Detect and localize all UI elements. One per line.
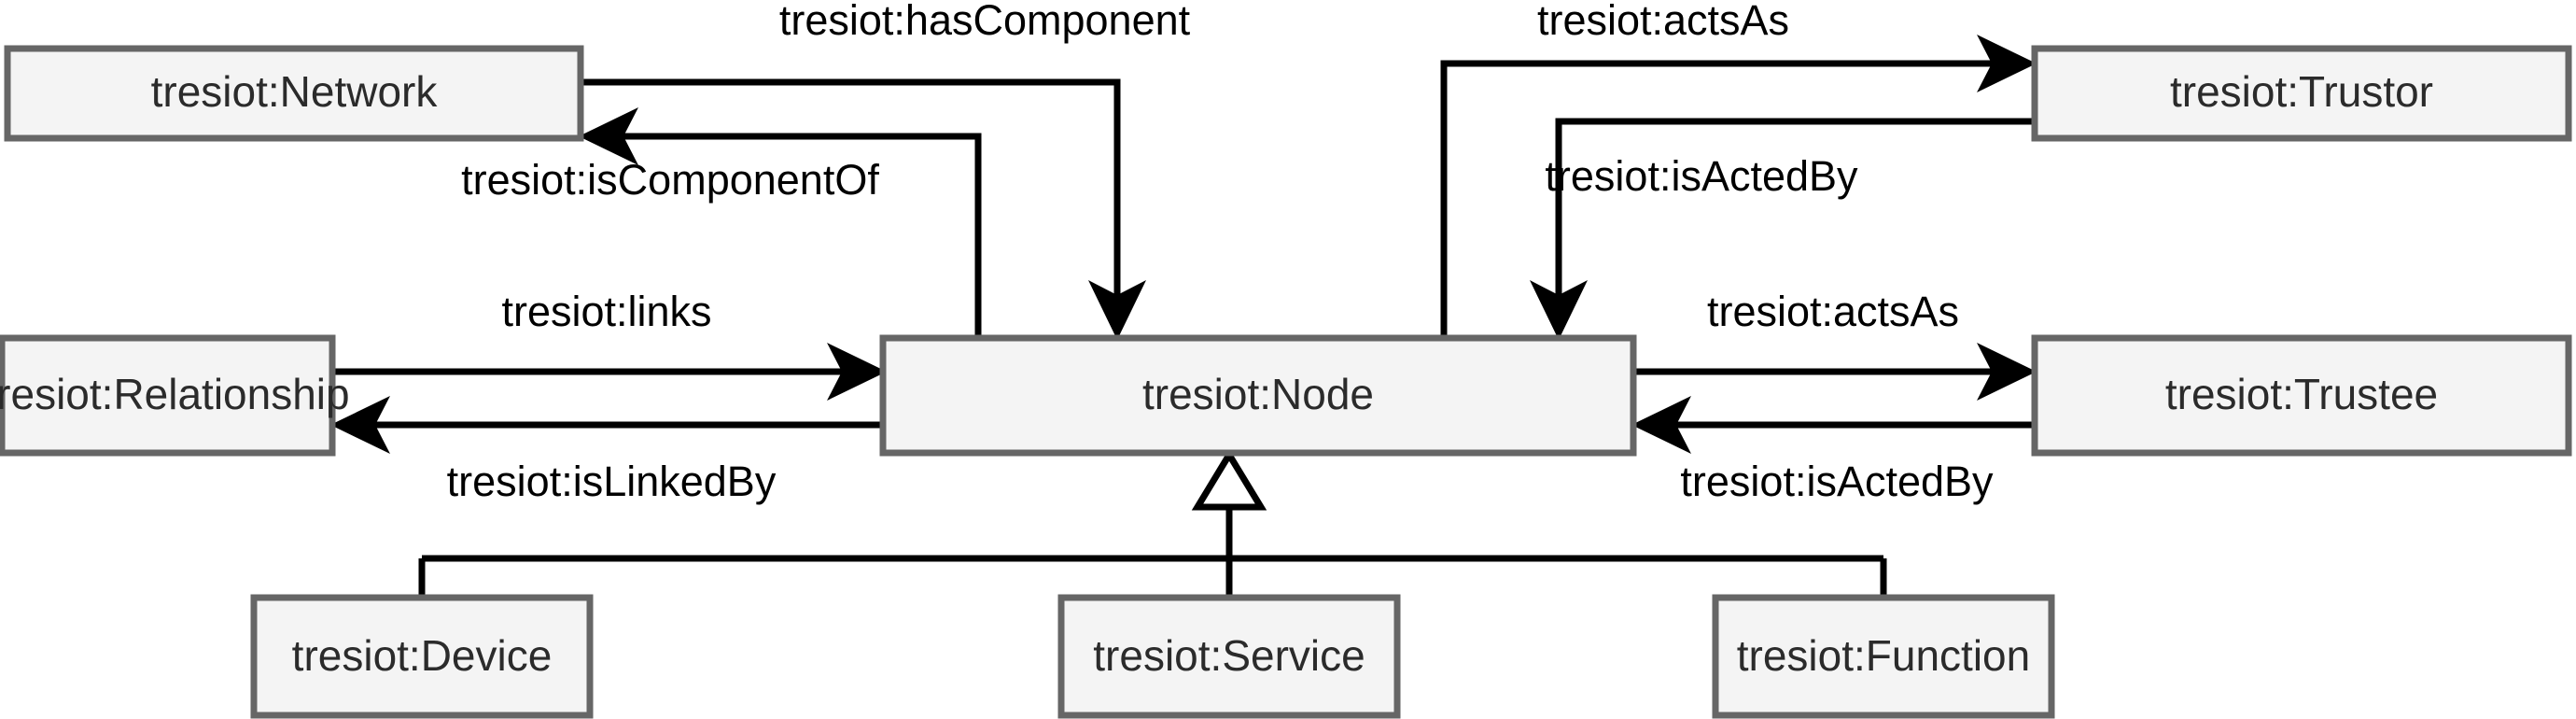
node-box-label: tresiot:Node (1142, 370, 1374, 418)
service-box-rect[interactable] (1057, 594, 1401, 719)
edge-label-is-linked-by: tresiot:isLinkedBy (447, 458, 777, 505)
edge-group-generalization (418, 448, 1887, 598)
edge-label-links: tresiot:links (501, 288, 711, 335)
has-component-arrowhead (1088, 280, 1146, 340)
edge-label-acts-as-trustor: tresiot:actsAs (1537, 0, 1789, 44)
edge-label-is-acted-by-trustor: tresiot:isActedBy (1545, 152, 1858, 200)
acts-as-trustor-arrowhead (1977, 35, 2037, 92)
edge-group-is-linked-by (330, 396, 883, 454)
edge-label-is-component-of: tresiot:isComponentOf (461, 156, 879, 204)
edge-group-acts-as-trustor (1440, 35, 2037, 338)
class-box-node[interactable]: tresiot:Node (879, 334, 1637, 457)
is-acted-by-trustor-line (1555, 118, 2035, 308)
relationship-box-label: tresiot:Relationship (0, 370, 350, 418)
edge-group-is-acted-by-trustee (1631, 396, 2035, 454)
device-box-rect[interactable] (250, 594, 594, 719)
is-linked-by-arrowhead (330, 396, 390, 454)
trustee-box-rect[interactable] (2031, 334, 2572, 457)
class-box-relationship[interactable]: tresiot:Relationship (0, 334, 350, 457)
class-box-trustee[interactable]: tresiot:Trustee (2031, 334, 2572, 457)
generalization-hollow-triangle (1191, 448, 1267, 511)
function-box-label: tresiot:Function (1737, 631, 2030, 680)
acts-as-trustor-line (1440, 60, 2005, 338)
edge-group-is-acted-by-trustor (1530, 118, 2035, 340)
is-component-of-arrowhead (579, 107, 638, 165)
edge-group-has-component (581, 78, 1146, 340)
network-box-label: tresiot:Network (151, 67, 439, 116)
class-box-service[interactable]: tresiot:Service (1057, 594, 1401, 719)
acts-as-trustee-arrowhead (1977, 343, 2037, 401)
has-component-line (581, 78, 1121, 308)
class-box-function[interactable]: tresiot:Function (1712, 594, 2055, 719)
links-arrowhead (827, 343, 887, 401)
class-box-network[interactable]: tresiot:Network (4, 45, 584, 142)
is-acted-by-trustee-arrowhead (1631, 396, 1691, 454)
network-box-rect[interactable] (4, 45, 584, 142)
class-box-trustor[interactable]: tresiot:Trustor (2031, 45, 2572, 142)
is-acted-by-trustor-arrowhead (1530, 280, 1588, 340)
service-box-label: tresiot:Service (1093, 631, 1365, 680)
function-box-rect[interactable] (1712, 594, 2055, 719)
edge-group-links (332, 343, 887, 401)
trustor-box-label: tresiot:Trustor (2170, 67, 2433, 116)
edge-label-has-component: tresiot:hasComponent (779, 0, 1191, 44)
trustee-box-label: tresiot:Trustee (2165, 370, 2438, 418)
trustor-box-rect[interactable] (2031, 45, 2572, 142)
is-component-of-line (610, 133, 982, 338)
relationship-box-rect[interactable] (0, 334, 336, 457)
edge-group-is-component-of (579, 107, 982, 338)
class-box-device[interactable]: tresiot:Device (250, 594, 594, 719)
node-box-rect[interactable] (879, 334, 1637, 457)
edge-label-acts-as-trustee: tresiot:actsAs (1707, 288, 1959, 335)
edge-label-is-acted-by-trustee: tresiot:isActedBy (1680, 458, 1994, 505)
device-box-label: tresiot:Device (292, 631, 553, 680)
edge-group-acts-as-trustee (1633, 343, 2037, 401)
